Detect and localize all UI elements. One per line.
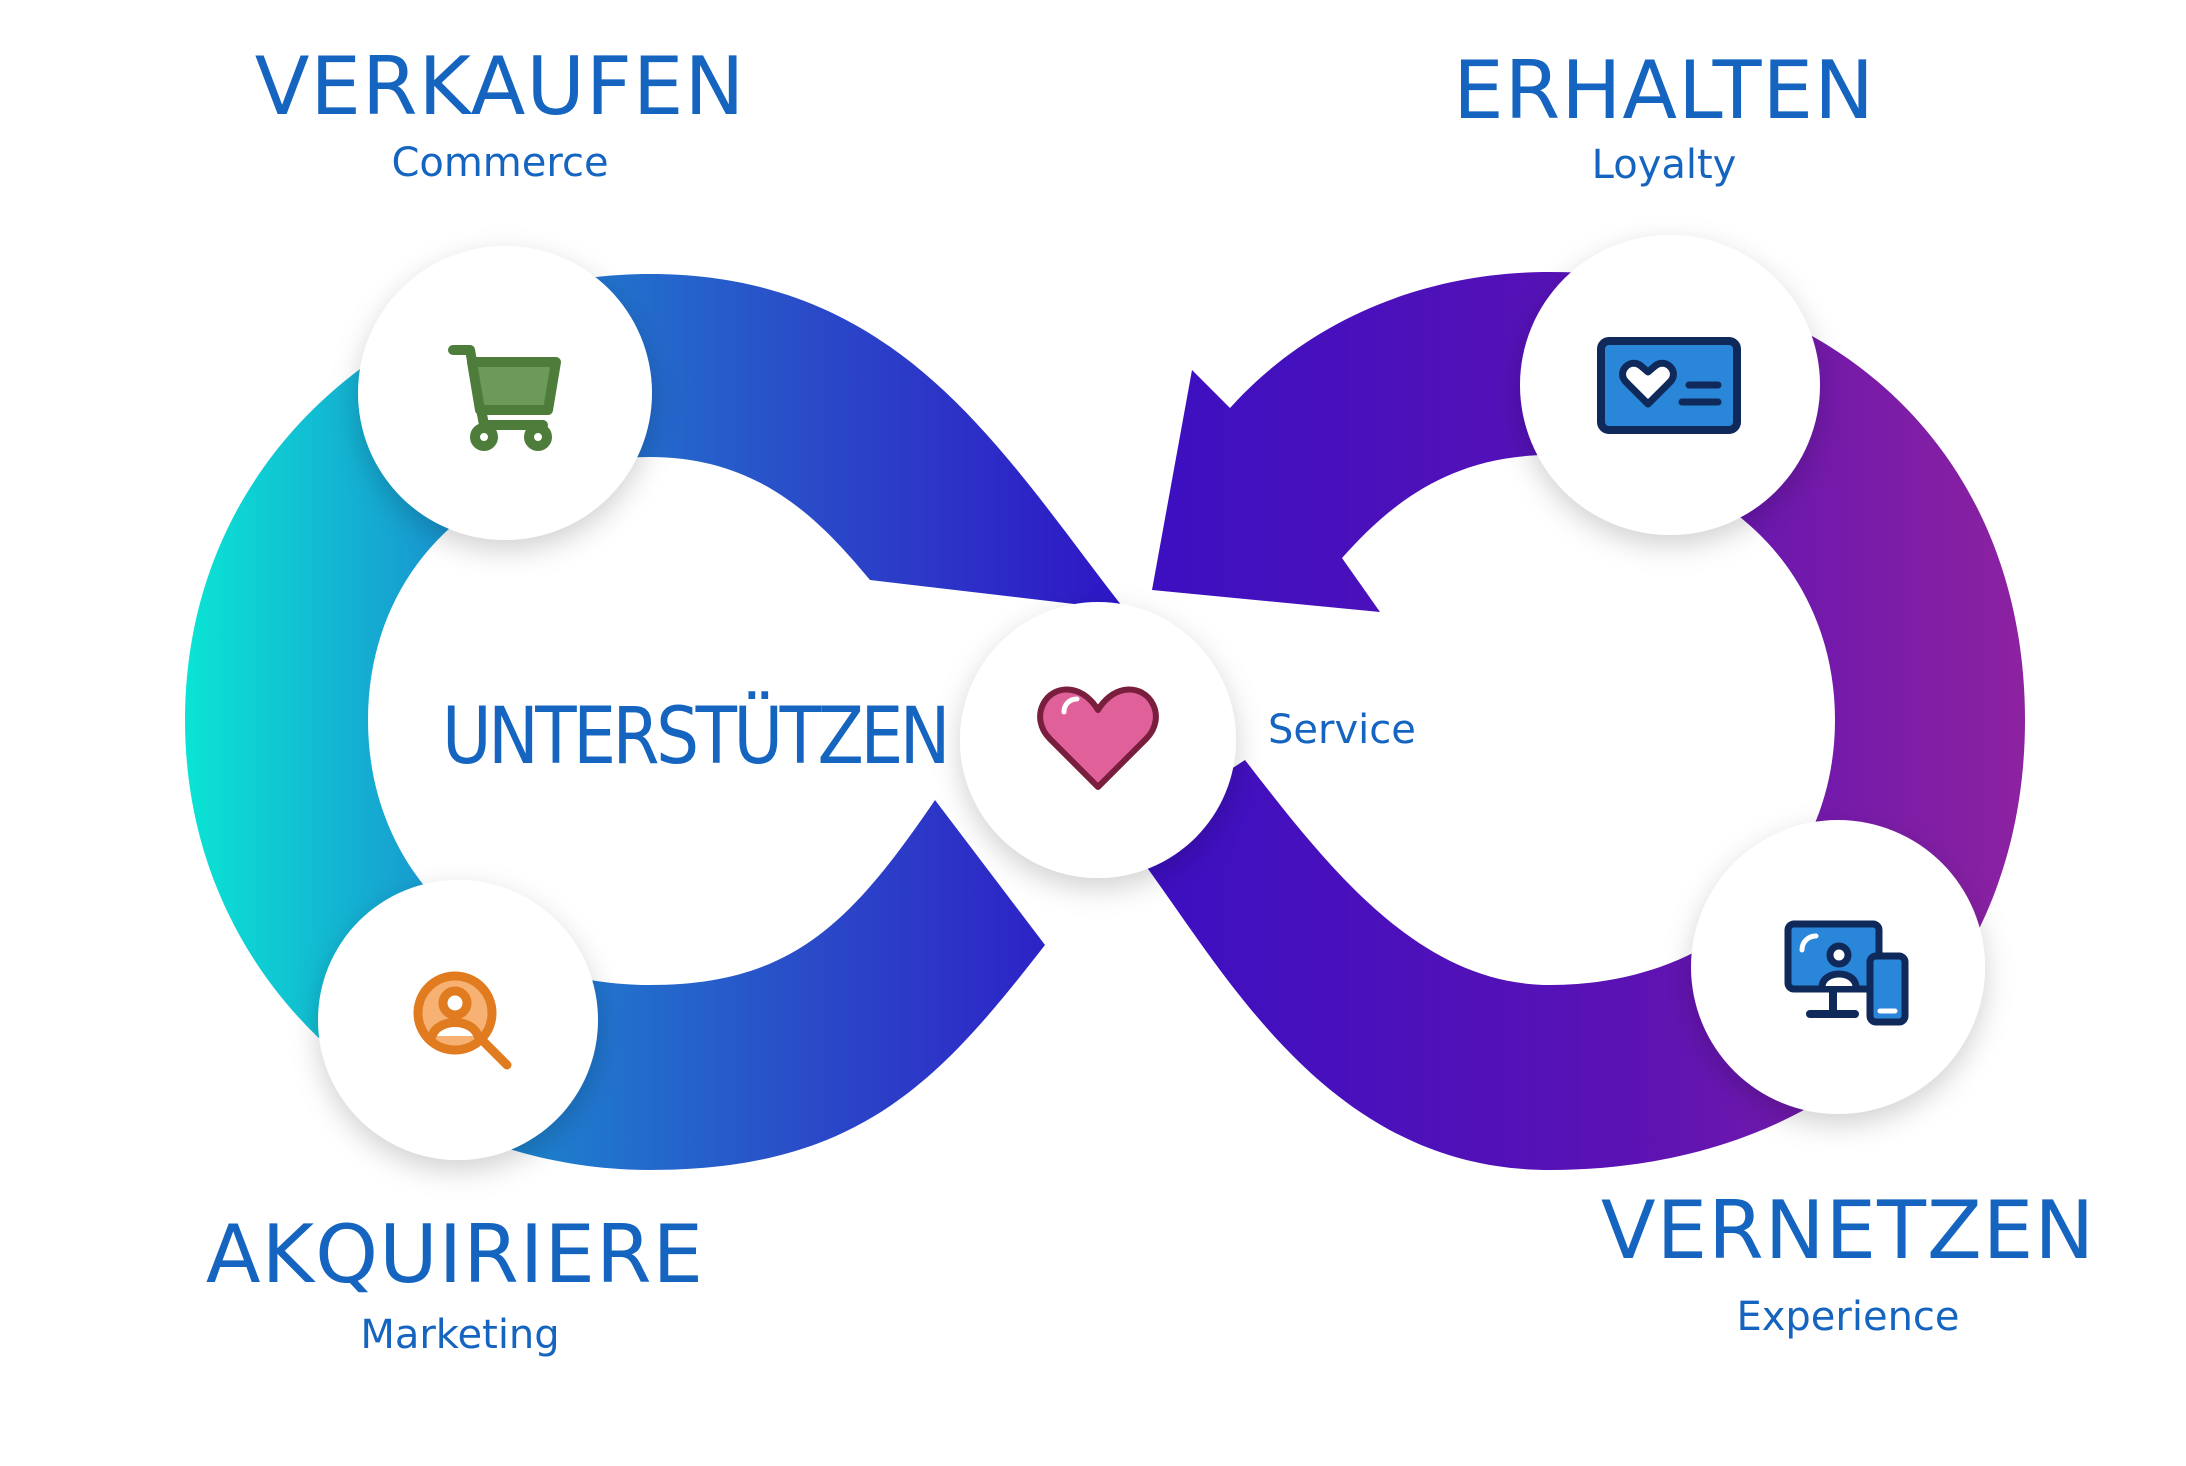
person-search-icon: [413, 971, 512, 1070]
center-title: UNTERSTÜTZEN: [442, 691, 947, 782]
vernetzen-title: VERNETZEN: [1601, 1184, 2095, 1277]
erhalten-subtitle: Loyalty: [1592, 142, 1737, 188]
akquiriere-title: AKQUIRIERE: [206, 1208, 704, 1301]
devices-icon: [1784, 920, 1909, 1026]
heart-icon: [1037, 686, 1159, 790]
node-vernetzen: [1691, 820, 1985, 1114]
node-center: [960, 602, 1236, 878]
verkaufen-subtitle: Commerce: [391, 140, 608, 186]
erhalten-title: ERHALTEN: [1453, 44, 1875, 137]
loyalty-card-icon: [1597, 337, 1741, 434]
node-verkaufen: [358, 246, 652, 540]
verkaufen-title: VERKAUFEN: [255, 40, 746, 133]
node-erhalten: [1520, 235, 1820, 535]
node-akquiriere: [318, 880, 598, 1160]
center-subtitle: Service: [1268, 707, 1416, 753]
vernetzen-subtitle: Experience: [1736, 1294, 1959, 1340]
shopping-cart-icon: [448, 345, 561, 451]
akquiriere-subtitle: Marketing: [360, 1312, 559, 1358]
